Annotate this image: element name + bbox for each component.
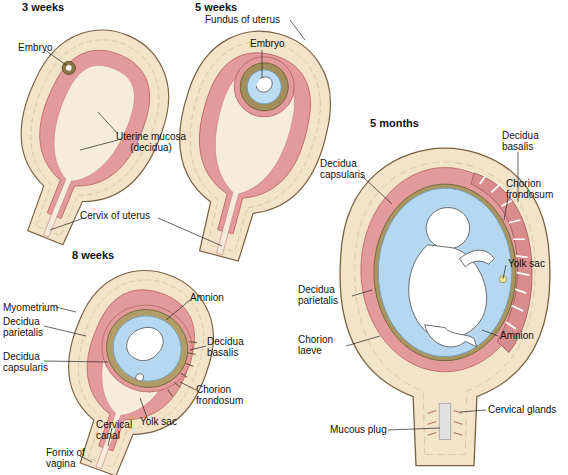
part-label: Amnion xyxy=(500,330,534,341)
uterus-3-weeks xyxy=(0,9,191,263)
part-label: Yolk sac xyxy=(508,258,545,269)
decidua-parietalis xyxy=(59,277,209,466)
part-label: Decidua capsularis xyxy=(3,351,53,373)
part-label: Cervical canal xyxy=(96,419,141,441)
part-label: Myometrium xyxy=(3,302,58,313)
fetus xyxy=(409,208,495,347)
chorion xyxy=(374,184,516,361)
part-label: Chorion frondosum xyxy=(506,178,564,200)
part-label: Cervix of uterus xyxy=(80,210,150,221)
fetal-head xyxy=(426,208,470,249)
part-label: Decidua capsularis xyxy=(320,158,375,180)
decidua-capsularis xyxy=(227,50,300,123)
amnion xyxy=(104,306,190,390)
part-label: Decidua basalis xyxy=(207,336,259,358)
yolk-sac xyxy=(135,373,145,382)
part-label: Fornix of vagina xyxy=(46,447,91,469)
part-label: Uterine mucosa (decidua) xyxy=(112,131,190,153)
embryo xyxy=(65,64,72,71)
embryo xyxy=(123,321,167,366)
yolk-sac xyxy=(499,276,506,283)
part-label: Embryo xyxy=(18,42,52,53)
uterus-8-weeks xyxy=(33,251,233,475)
uterus-5-weeks xyxy=(149,15,348,275)
chorionic-sac xyxy=(60,59,77,76)
part-label: Chorion frondosum xyxy=(196,384,256,406)
part-label: Decidua basalis xyxy=(502,130,557,152)
part-label: Embryo xyxy=(250,38,284,49)
uterine-wall xyxy=(33,251,233,475)
cervical-glands xyxy=(428,410,463,435)
panel-title: 5 months xyxy=(370,118,419,129)
amnion xyxy=(378,188,511,356)
part-label: Mucous plug xyxy=(330,424,387,435)
myometrium-texture xyxy=(161,27,336,264)
panel-title: 3 weeks xyxy=(22,2,64,13)
panel-title: 8 weeks xyxy=(72,250,114,261)
part-label: Yolk sac xyxy=(140,416,177,427)
uterine-wall xyxy=(0,9,191,263)
part-label: Decidua parietalis xyxy=(3,316,53,338)
chorion xyxy=(235,57,294,116)
part-label: Decidua parietalis xyxy=(298,284,353,306)
decidua-capsularis xyxy=(90,292,205,404)
mucous-plug xyxy=(439,404,451,440)
fetal-arm xyxy=(460,250,495,267)
part-label: Cervical glands xyxy=(488,404,556,415)
amnion xyxy=(243,66,285,108)
leader-lines xyxy=(44,20,518,462)
part-label: Fundus of uterus xyxy=(205,14,280,25)
part-label: Amnion xyxy=(190,292,224,303)
embryo xyxy=(255,75,274,94)
panel-title: 5 weeks xyxy=(195,2,237,13)
fetal-leg xyxy=(425,325,477,347)
uterine-wall xyxy=(149,15,348,275)
part-label: Chorion laeve xyxy=(298,334,348,356)
